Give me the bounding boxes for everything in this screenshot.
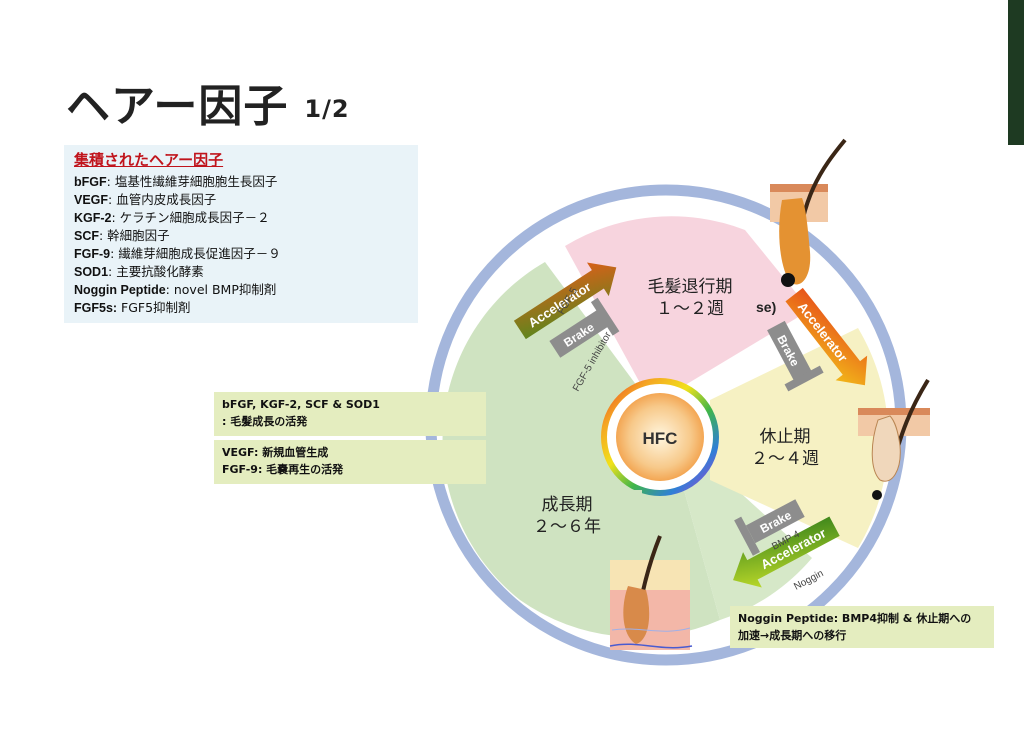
- telogen-label: 休止期 ２～４週: [740, 426, 830, 470]
- hair-follicle-anagen-icon: [609, 535, 693, 650]
- page-title: ヘアー因子 1/2: [66, 70, 350, 134]
- factor-desc: : 塩基性繊維芽細胞胞生長因子: [106, 174, 278, 189]
- telogen-name: 休止期: [759, 427, 811, 447]
- callout-growth-line1: bFGF, KGF-2, SCF & SOD1: [222, 398, 380, 411]
- factor-desc: : 主要抗酸化酵素: [108, 264, 204, 279]
- factor-name: KGF-2: [74, 211, 112, 225]
- telogen-duration: ２～４週: [751, 449, 819, 469]
- factor-list: bFGF: 塩基性繊維芽細胞胞生長因子 VEGF: 血管内皮成長因子 KGF-2…: [74, 173, 281, 317]
- factor-name: VEGF: [74, 193, 109, 207]
- factor-item: SOD1: 主要抗酸化酵素: [74, 263, 281, 281]
- hair-follicle-catagen-icon: [770, 138, 847, 287]
- title-main: ヘアー因子: [66, 81, 289, 132]
- factor-name: Noggin Peptide: [74, 283, 166, 297]
- catagen-name: 毛髪退行期: [647, 277, 733, 297]
- factor-item: bFGF: 塩基性繊維芽細胞胞生長因子: [74, 173, 281, 191]
- side-accent-bar: [1008, 0, 1024, 145]
- factor-desc: : novel BMP抑制剤: [165, 282, 277, 297]
- callout-growth: bFGF, KGF-2, SCF & SOD1 : 毛髪成長の活発: [214, 392, 486, 436]
- factor-desc: FGF5抑制剤: [117, 300, 191, 315]
- factor-name: bFGF: [74, 175, 107, 189]
- hair-follicle-telogen-icon: [858, 378, 930, 500]
- hfc-core: [616, 393, 704, 481]
- factor-desc: : 幹細胞因子: [99, 228, 170, 243]
- factor-name: SCF: [74, 229, 99, 243]
- callout-vegf-line1: VEGF: 新規血管生成: [222, 446, 329, 459]
- anagen-label: 成長期 ２～６年: [492, 490, 642, 542]
- callout-growth-line2: : 毛髪成長の活発: [222, 415, 308, 428]
- callout-vegf-line2: FGF-9: 毛嚢再生の活発: [222, 463, 344, 476]
- factor-name: FGF5s:: [74, 301, 118, 315]
- page-number: 1/2: [304, 95, 350, 123]
- factor-item: FGF-9: 繊維芽細胞成長促進因子－９: [74, 245, 281, 263]
- catagen-duration: １～２週: [656, 299, 724, 319]
- catagen-label: 毛髪退行期 １～２週: [632, 276, 748, 320]
- factor-list-heading: 集積されたヘアー因子: [74, 151, 224, 169]
- factor-desc: : 血管内皮成長因子: [108, 192, 217, 207]
- factor-desc: : ケラチン細胞成長因子－２: [111, 210, 270, 225]
- telogen-sector: [710, 328, 889, 548]
- callout-vegf: VEGF: 新規血管生成 FGF-9: 毛嚢再生の活発: [214, 440, 486, 484]
- factor-item: FGF5s: FGF5抑制剤: [74, 299, 281, 317]
- hfc-label: HFC: [643, 429, 678, 448]
- factor-item: KGF-2: ケラチン細胞成長因子－２: [74, 209, 281, 227]
- callout-noggin: Noggin Peptide: BMP4抑制 & 休止期への 加速→成長期への移…: [730, 606, 994, 648]
- partial-text-catagen: se): [756, 299, 776, 315]
- anagen-name: 成長期: [541, 495, 593, 515]
- factor-desc: : 繊維芽細胞成長促進因子－９: [110, 246, 281, 261]
- factor-name: FGF-9: [74, 247, 111, 261]
- anagen-duration: ２～６年: [533, 517, 601, 537]
- factor-item: VEGF: 血管内皮成長因子: [74, 191, 281, 209]
- factor-list-box: 集積されたヘアー因子 bFGF: 塩基性繊維芽細胞胞生長因子 VEGF: 血管内…: [64, 145, 418, 323]
- brake-right: Brake: [767, 320, 824, 392]
- factor-item: Noggin Peptide: novel BMP抑制剤: [74, 281, 281, 299]
- callout-noggin-line2: 加速→成長期への移行: [738, 629, 847, 642]
- anagen-sector: [442, 262, 720, 638]
- factor-name: SOD1: [74, 265, 109, 279]
- callout-noggin-line1: Noggin Peptide: BMP4抑制 & 休止期への: [738, 612, 972, 625]
- factor-item: SCF: 幹細胞因子: [74, 227, 281, 245]
- catagen-sector: [565, 216, 810, 405]
